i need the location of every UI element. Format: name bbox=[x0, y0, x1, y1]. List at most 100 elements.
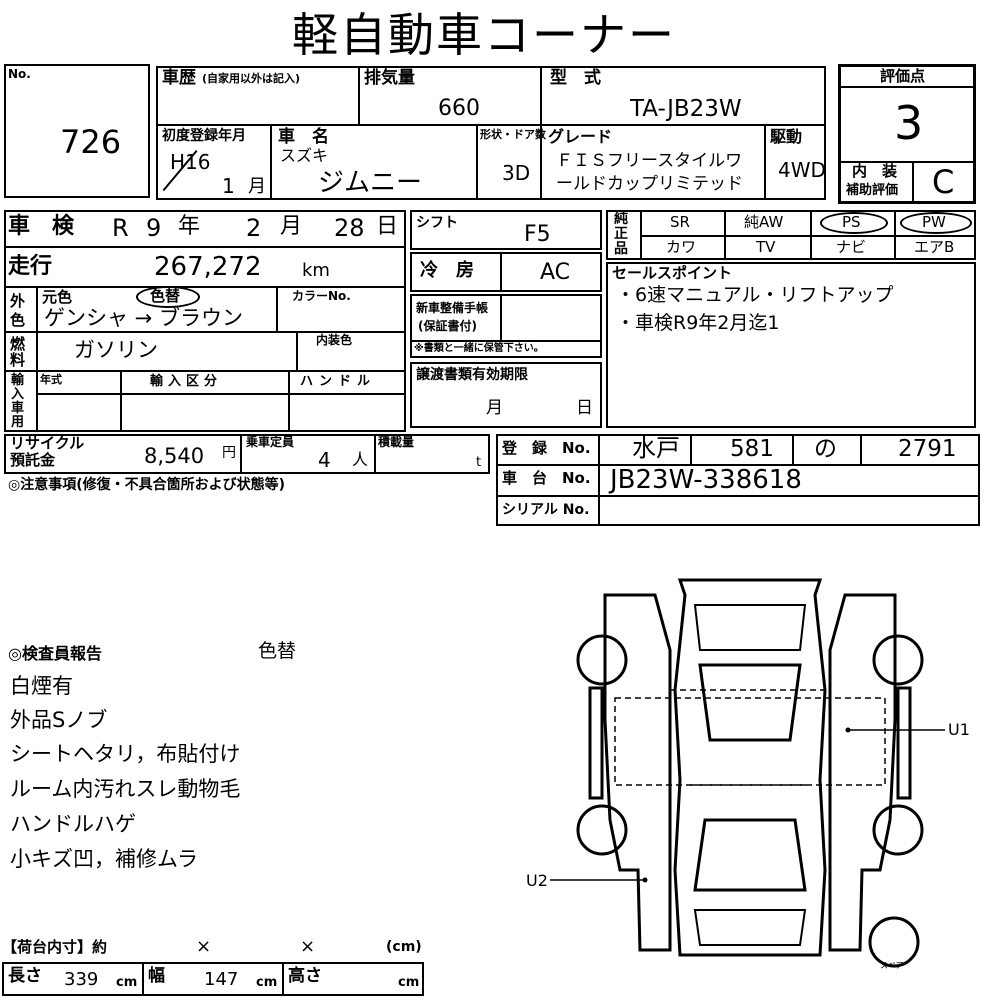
right-door-outline bbox=[828, 593, 897, 952]
rating-value: 3 bbox=[894, 96, 924, 150]
car-maker: スズキ bbox=[280, 146, 329, 165]
cargo-width: 147 bbox=[204, 969, 239, 990]
displacement-label: 排気量 bbox=[364, 68, 415, 88]
capacity-label: 乗車定員 bbox=[246, 435, 295, 449]
shift-box bbox=[410, 210, 602, 250]
cargo-box bbox=[2, 962, 424, 996]
cargo-length-label: 長さ bbox=[8, 966, 42, 986]
sales-points-label: セールスポイント bbox=[612, 264, 733, 282]
inspector-line-5: ハンドルハゲ bbox=[10, 812, 136, 836]
first-reg-label: 初度登録年月 bbox=[162, 128, 246, 144]
recycle-label1: リサイクル bbox=[10, 434, 85, 452]
left-mid-block bbox=[4, 210, 406, 432]
displacement-value: 660 bbox=[438, 96, 480, 121]
inspector-line-1: 白煙有 bbox=[10, 674, 73, 698]
recycle-box bbox=[4, 434, 490, 474]
import-class-label: 輸入区分 bbox=[150, 374, 223, 389]
front-left-wheel bbox=[576, 634, 628, 686]
body-doors-value: 3D bbox=[502, 161, 531, 185]
sales-point-1: ・6速マニュアル・リフトアップ bbox=[616, 284, 894, 306]
no-label: No. bbox=[8, 67, 31, 81]
interior-rating-label1: 内 装 bbox=[852, 162, 898, 180]
equip-pw: PW bbox=[922, 213, 946, 231]
equip-alloy: 純AW bbox=[744, 213, 784, 231]
fuel-side-label: 燃料 bbox=[10, 335, 26, 369]
first-reg-month-unit: 月 bbox=[248, 176, 266, 197]
inspection-label: 車 検 bbox=[8, 214, 75, 239]
inspector-line-6: 小キズ凹，補修ムラ bbox=[10, 847, 198, 871]
import-handle-label: ハンドル bbox=[300, 374, 377, 389]
registration-label: 登 録 No. bbox=[502, 439, 591, 457]
recycle-unit: 円 bbox=[222, 445, 236, 461]
color-code-label: カラーNo. bbox=[292, 289, 351, 303]
lot-number: 726 bbox=[60, 123, 122, 161]
equip-sr: SR bbox=[670, 213, 690, 231]
car-damage-diagram bbox=[550, 578, 945, 968]
rating-box bbox=[838, 64, 976, 204]
ac-label: 冷 房 bbox=[420, 260, 474, 281]
car-name-label: 車 名 bbox=[278, 127, 329, 147]
chassis-value: JB23W-338618 bbox=[610, 465, 802, 495]
body-doors-label: 形状・ドア数 bbox=[480, 128, 546, 141]
model-label: 型 式 bbox=[550, 68, 601, 88]
grade-line2: ールドカップリミテッド bbox=[556, 174, 743, 194]
spare-tire bbox=[868, 916, 920, 968]
import-year-label: 年式 bbox=[40, 373, 62, 386]
front-right-wheel bbox=[872, 634, 924, 686]
interior-rating-value: C bbox=[932, 163, 955, 201]
capacity-value: 4 bbox=[318, 448, 331, 472]
cargo-length: 339 bbox=[64, 969, 99, 990]
warranty-label1: 新車整備手帳 bbox=[416, 301, 489, 315]
equip-ps: PS bbox=[842, 213, 861, 231]
cargo-length-unit: cm bbox=[116, 975, 138, 990]
mileage-label: 走行 bbox=[8, 254, 53, 279]
diagram-u1: U1 bbox=[948, 720, 970, 739]
cargo-x2: × bbox=[300, 936, 316, 957]
page-title: 軽自動車コーナー bbox=[292, 8, 676, 62]
registration-class: 581 bbox=[730, 436, 774, 462]
cargo-height-unit: cm bbox=[398, 975, 420, 990]
color-orig-label: 元色 bbox=[42, 288, 73, 306]
ps-circle bbox=[820, 212, 888, 234]
registration-box bbox=[496, 434, 980, 526]
mileage-unit: km bbox=[302, 260, 330, 281]
repaint-circle bbox=[136, 286, 200, 308]
warranty-label2: (保証書付) bbox=[418, 319, 477, 333]
rear-left-wheel bbox=[576, 804, 628, 856]
transfer-docs-month: 月 bbox=[486, 398, 503, 418]
registration-kana: の bbox=[814, 436, 837, 462]
recycle-label2: 預託金 bbox=[10, 451, 56, 469]
grade-label: グレード bbox=[548, 127, 613, 146]
info-grid bbox=[156, 66, 826, 200]
shift-value: F5 bbox=[524, 222, 551, 247]
color-side-label: 外色 bbox=[10, 292, 26, 329]
sales-point-2: ・車検R9年2月迄1 bbox=[616, 312, 780, 334]
drive-value: 4WD bbox=[778, 158, 826, 182]
cargo-label: 【荷台内寸】約 bbox=[2, 938, 108, 956]
color-repaint-label: 色替 bbox=[150, 287, 181, 305]
inspector-line-4: ルーム内汚れスレ動物毛 bbox=[10, 777, 241, 801]
capacity-unit: 人 bbox=[352, 450, 369, 469]
ac-box bbox=[410, 252, 602, 292]
transfer-docs-box bbox=[410, 362, 602, 428]
transfer-docs-label: 譲渡書類有効期限 bbox=[416, 367, 528, 383]
cargo-x1: × bbox=[196, 936, 212, 957]
load-unit: t bbox=[476, 455, 482, 470]
mileage-value: 267,272 bbox=[154, 252, 262, 282]
fuel-value: ガソリン bbox=[74, 338, 158, 362]
interior-rating-label2: 補助評価 bbox=[846, 183, 899, 198]
diagram-u2: U2 bbox=[526, 871, 548, 890]
cargo-width-label: 幅 bbox=[148, 966, 165, 986]
inspection-year-unit: 年 bbox=[178, 214, 201, 239]
inspection-month: 2 bbox=[246, 214, 262, 242]
load-label: 積載量 bbox=[378, 435, 415, 449]
registration-area: 水戸 bbox=[632, 434, 680, 462]
inspection-era: R bbox=[112, 214, 129, 242]
equip-airbag: エアB bbox=[914, 238, 955, 256]
sales-points-box bbox=[606, 262, 976, 428]
interior-color-label: 内装色 bbox=[316, 333, 353, 347]
inspection-day-unit: 日 bbox=[376, 214, 399, 239]
notes-label: ◎注意事項(修復・不具合箇所および状態等) bbox=[8, 477, 286, 493]
inspector-label: ◎検査員報告 bbox=[8, 644, 102, 663]
grade-line1: ＦＩＳフリースタイルワ bbox=[556, 151, 743, 171]
